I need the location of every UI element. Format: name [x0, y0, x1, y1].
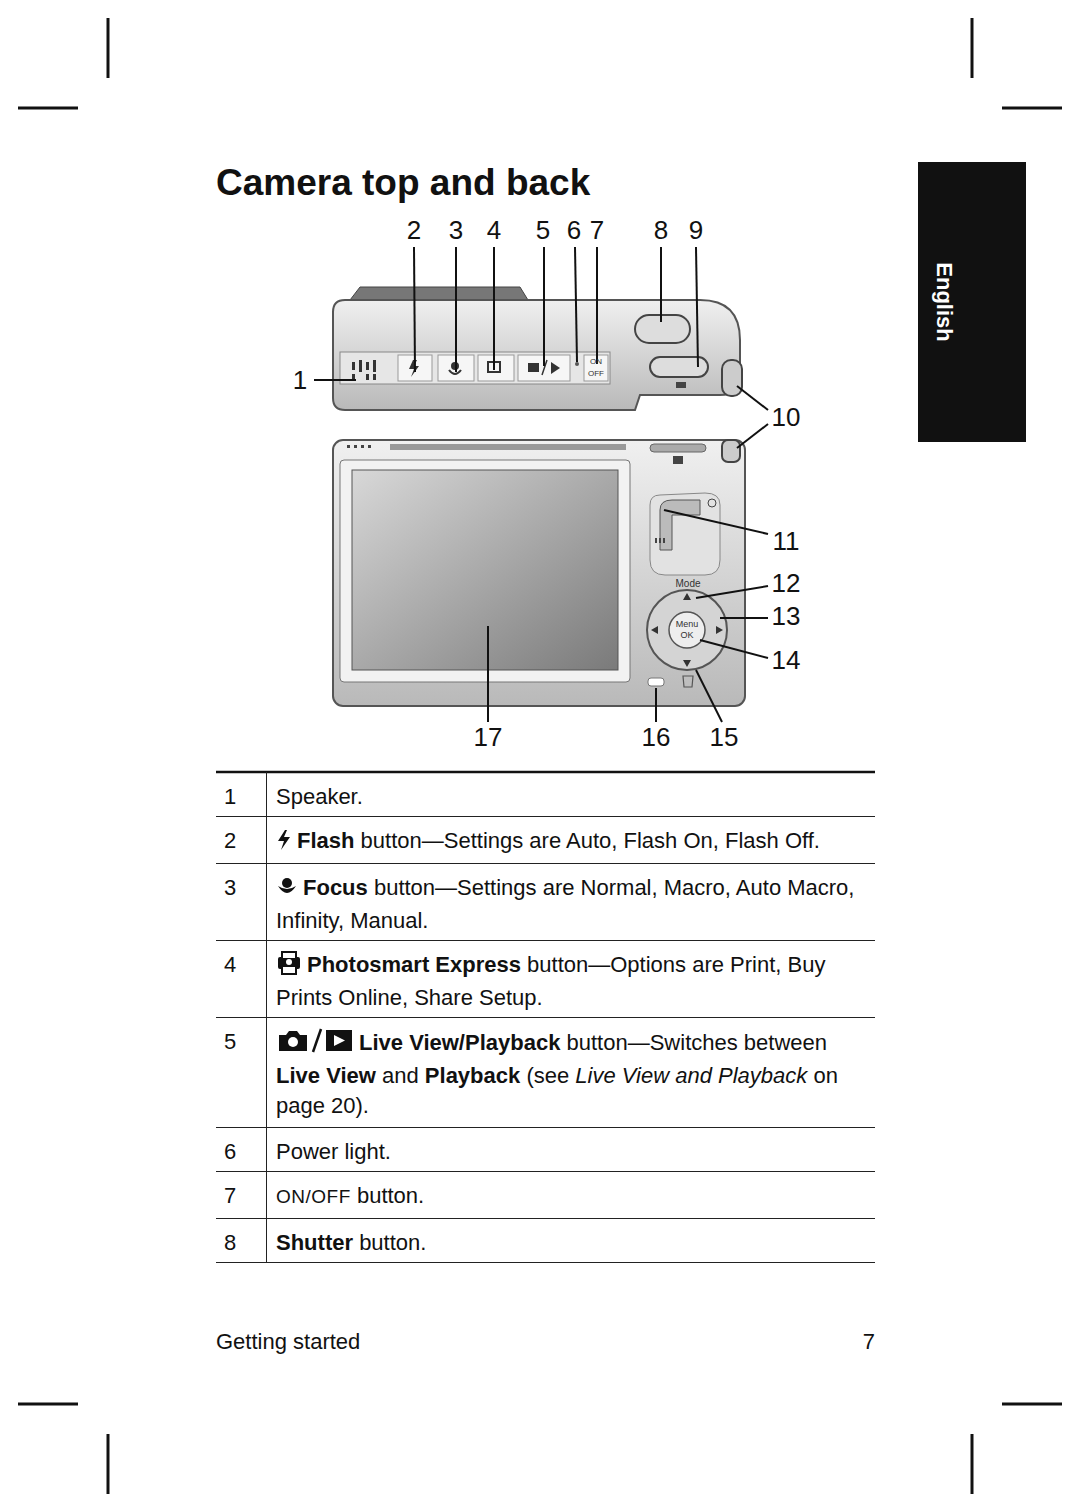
- row-number: 8: [224, 1230, 236, 1255]
- callout-number: 4: [487, 217, 501, 243]
- table-row: 1 Speaker.: [216, 772, 875, 817]
- control-name: Playback: [425, 1063, 520, 1088]
- camera-back-view: [333, 440, 745, 706]
- callout-number: 8: [654, 217, 668, 243]
- row-number: 5: [224, 1029, 236, 1054]
- table-cell: Speaker.: [276, 782, 874, 812]
- language-tab: [918, 162, 1026, 442]
- flash-icon: [276, 829, 292, 859]
- footer-text: Getting started: [216, 1331, 360, 1353]
- description-text: button—Switches between: [567, 1030, 828, 1055]
- table-row: 3 Focus button—Settings are Normal, Macro…: [216, 863, 875, 941]
- cross-reference: Live View and Playback: [575, 1063, 807, 1088]
- table-row: 8 Shutter button.: [216, 1218, 875, 1263]
- leader-lines: [314, 247, 768, 722]
- table-cell: Photosmart Express button—Options are Pr…: [276, 950, 874, 1013]
- callout-number: 3: [449, 217, 463, 243]
- description-text: Power light.: [276, 1139, 391, 1164]
- table-cell: Focus button—Settings are Normal, Macro,…: [276, 873, 874, 936]
- live-icon: [276, 1027, 354, 1061]
- control-name: Live View: [276, 1063, 376, 1088]
- description-text: ON/OFF: [276, 1186, 351, 1207]
- table-cell: 4: [224, 950, 236, 980]
- callout-number: 15: [710, 724, 739, 750]
- callout-number: 5: [536, 217, 550, 243]
- column-rule: [266, 1218, 267, 1262]
- table-cell: 1: [224, 782, 236, 812]
- row-number: 3: [224, 875, 236, 900]
- row-number: 4: [224, 952, 236, 977]
- callout-number: 11: [773, 528, 800, 554]
- description-text: and: [382, 1063, 419, 1088]
- table-cell: Live View/Playback button—Switches betwe…: [276, 1027, 874, 1121]
- table-row: 5 Live View/Playback button—Switches betw…: [216, 1017, 875, 1128]
- control-name: Photosmart Express: [307, 952, 521, 977]
- callout-number: 10: [772, 404, 801, 430]
- callout-number: 9: [689, 217, 703, 243]
- control-name: Focus: [303, 875, 368, 900]
- row-number: 2: [224, 828, 236, 853]
- focus-icon: [276, 876, 298, 906]
- express-icon: [276, 951, 302, 983]
- camera-top-view: [333, 287, 742, 410]
- column-rule: [266, 863, 267, 940]
- table-row: 2 Flash button—Settings are Auto, Flash O…: [216, 816, 875, 864]
- control-name: Flash: [297, 828, 354, 853]
- callout-number: 7: [590, 217, 604, 243]
- callout-number: 17: [474, 724, 503, 750]
- table-row: 6 Power light.: [216, 1127, 875, 1172]
- table-cell: Shutter button.: [276, 1228, 874, 1258]
- row-number: 6: [224, 1139, 236, 1164]
- table-cell: 3: [224, 873, 236, 903]
- description-text: button—Settings are Auto, Flash On, Flas…: [361, 828, 820, 853]
- callout-number: 6: [567, 217, 581, 243]
- table-row: 7 ON/OFF button.: [216, 1171, 875, 1219]
- callout-number: 13: [772, 603, 801, 629]
- control-name: Shutter: [276, 1230, 353, 1255]
- button-marking: ON: [590, 358, 602, 366]
- description-text: (see: [526, 1063, 569, 1088]
- button-marking: Mode: [675, 579, 700, 589]
- column-rule: [266, 1017, 267, 1127]
- table-cell: 2: [224, 826, 236, 856]
- row-number: 7: [224, 1183, 236, 1208]
- column-rule: [266, 1171, 267, 1218]
- table-cell: Power light.: [276, 1137, 874, 1167]
- table-cell: ON/OFF button.: [276, 1181, 874, 1212]
- table-cell: 7: [224, 1181, 236, 1211]
- callout-number: 16: [642, 724, 671, 750]
- page-number: 7: [863, 1331, 875, 1353]
- column-rule: [266, 1127, 267, 1171]
- callout-number: 12: [772, 570, 801, 596]
- table-cell: Flash button—Settings are Auto, Flash On…: [276, 826, 874, 859]
- table-cell: 8: [224, 1228, 236, 1258]
- language-tab-text: English: [933, 262, 955, 341]
- callout-number: 1: [293, 367, 307, 393]
- description-text: button.: [359, 1230, 426, 1255]
- description-text: Speaker.: [276, 784, 363, 809]
- column-rule: [266, 940, 267, 1017]
- description-text: button.: [357, 1183, 424, 1208]
- row-number: 1: [224, 784, 236, 809]
- column-rule: [266, 772, 267, 816]
- callout-number: 14: [772, 647, 801, 673]
- column-rule: [266, 816, 267, 863]
- button-marking: Menu: [676, 620, 699, 629]
- table-cell: 6: [224, 1137, 236, 1167]
- page-title: Camera top and back: [216, 162, 590, 204]
- button-marking: OK: [680, 631, 693, 640]
- button-marking: OFF: [588, 370, 604, 378]
- table-row: 4 Photosmart Express button—Options are P…: [216, 940, 875, 1018]
- table-cell: 5: [224, 1027, 236, 1057]
- callout-number: 2: [407, 217, 421, 243]
- control-name: Live View/Playback: [359, 1030, 560, 1055]
- crop-marks: [18, 18, 1062, 1494]
